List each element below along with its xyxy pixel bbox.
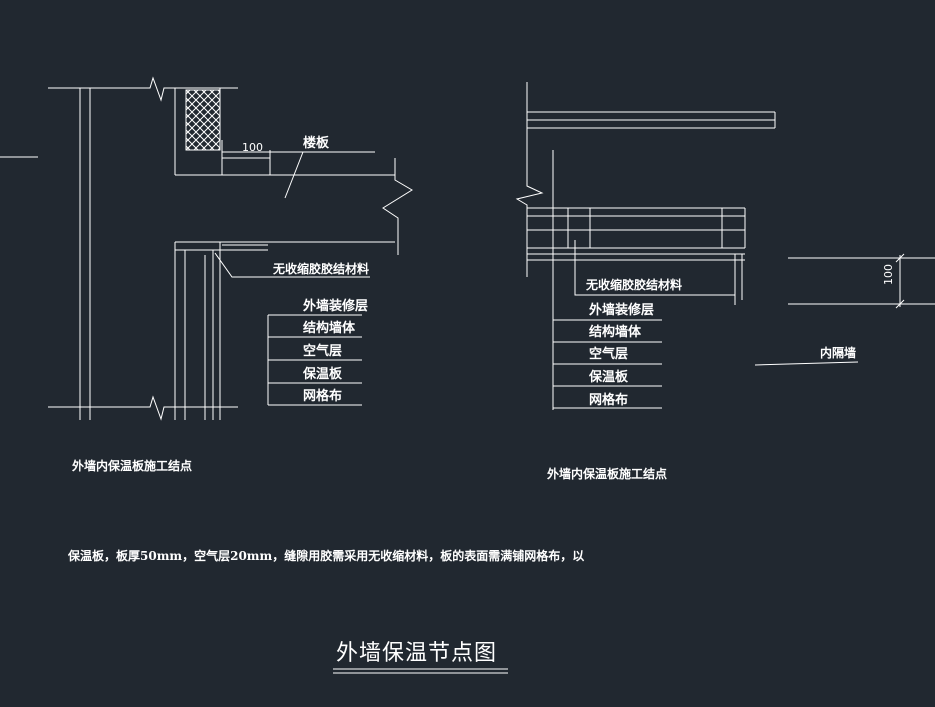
- right-partition-label: 内隔墙: [820, 346, 857, 360]
- drawing-title: 外墙保温节点图: [336, 641, 498, 666]
- right-layer-structural-wall: 结构墙体: [589, 325, 642, 340]
- left-layer-finish: 外墙装修层: [303, 299, 369, 314]
- right-sealant-label: 无收缩胶胶结材料: [586, 278, 683, 292]
- right-detail-linework: [515, 82, 935, 410]
- right-layer-finish: 外墙装修层: [589, 303, 655, 318]
- left-layer-insulation-board: 保温板: [303, 367, 343, 382]
- left-dimension-100: 100: [242, 141, 263, 154]
- right-layer-mesh: 网格布: [589, 393, 629, 408]
- left-detail-caption: 外墙内保温板施工结点: [72, 459, 193, 473]
- right-detail-caption: 外墙内保温板施工结点: [547, 467, 668, 481]
- left-layer-air-gap: 空气层: [303, 344, 343, 359]
- title-underline: [333, 668, 508, 674]
- right-dimension-100: 100: [882, 264, 895, 285]
- left-detail-linework: [0, 76, 413, 421]
- left-layer-mesh: 网格布: [303, 389, 343, 404]
- construction-note: 保温板，板厚50mm，空气层20mm，缝隙用胶需采用无收缩材料，板的表面需满铺网…: [68, 549, 585, 563]
- left-floor-slab-label: 楼板: [303, 136, 330, 151]
- left-sealant-label: 无收缩胶胶结材料: [273, 262, 370, 276]
- right-layer-insulation-board: 保温板: [589, 370, 629, 385]
- left-layer-structural-wall: 结构墙体: [303, 321, 356, 336]
- right-layer-air-gap: 空气层: [589, 347, 629, 362]
